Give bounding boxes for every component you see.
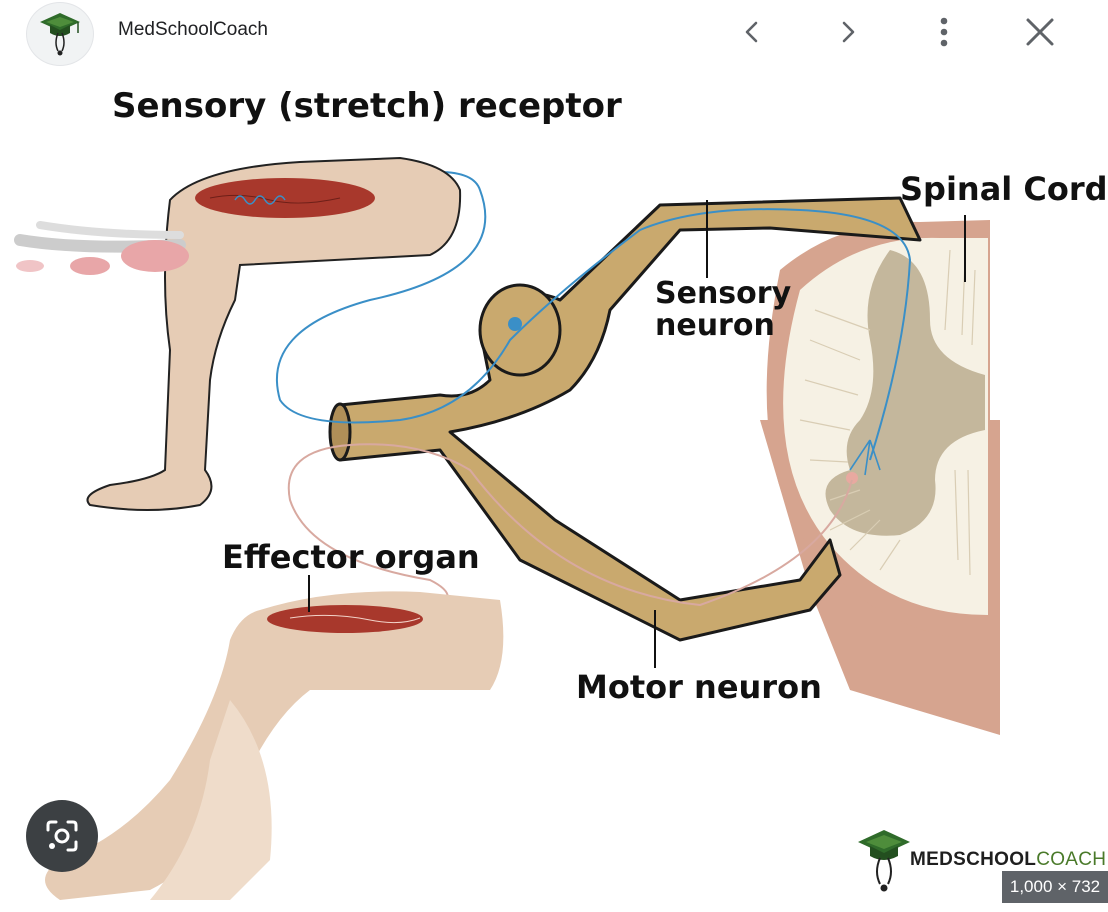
lens-search-button[interactable]: [26, 800, 98, 872]
previous-button[interactable]: [728, 8, 776, 56]
chevron-left-icon: [745, 21, 758, 43]
more-options-button[interactable]: [920, 8, 968, 56]
label-spinal-cord: Spinal Cord: [900, 170, 1108, 208]
viewer-header: MedSchoolCoach: [0, 0, 1108, 66]
label-sensory-receptor: Sensory (stretch) receptor: [112, 86, 622, 126]
label-effector-organ: Effector organ: [222, 538, 480, 576]
google-lens-icon: [46, 820, 78, 852]
brand-text: MEDSCHOOLCOACH: [910, 849, 1107, 870]
graduation-cap-logo-icon: [40, 13, 80, 56]
sensory-fiber: [229, 171, 912, 461]
site-avatar[interactable]: [26, 2, 94, 66]
reflex-arc-diagram: [14, 156, 1000, 900]
effector-leg: [45, 591, 504, 900]
next-button[interactable]: [824, 8, 872, 56]
label-motor-neuron: Motor neuron: [576, 668, 822, 706]
site-name[interactable]: MedSchoolCoach: [118, 19, 268, 40]
medschoolcoach-watermark: MEDSCHOOLCOACH: [856, 826, 1106, 896]
label-sensory-neuron-line2: neuron: [655, 308, 775, 343]
image-preview[interactable]: Sensory (stretch) receptor Spinal Cord S…: [0, 64, 1108, 912]
image-dimensions-badge: 1,000 × 732: [1002, 871, 1108, 903]
close-icon: [1026, 18, 1054, 46]
stretch-receptor-leg: [86, 156, 462, 511]
chevron-right-icon: [842, 21, 855, 43]
more-vertical-icon: [940, 17, 948, 47]
close-button[interactable]: [1016, 8, 1064, 56]
motor-fiber: [287, 443, 853, 616]
label-sensory-neuron-line1: Sensory: [655, 276, 792, 311]
reflex-hammer: [14, 221, 189, 275]
spinal-cord-illustration: [760, 220, 1000, 735]
dorsal-root-ganglion-icon: [508, 317, 522, 331]
graduation-cap-logo-icon: [858, 830, 910, 892]
